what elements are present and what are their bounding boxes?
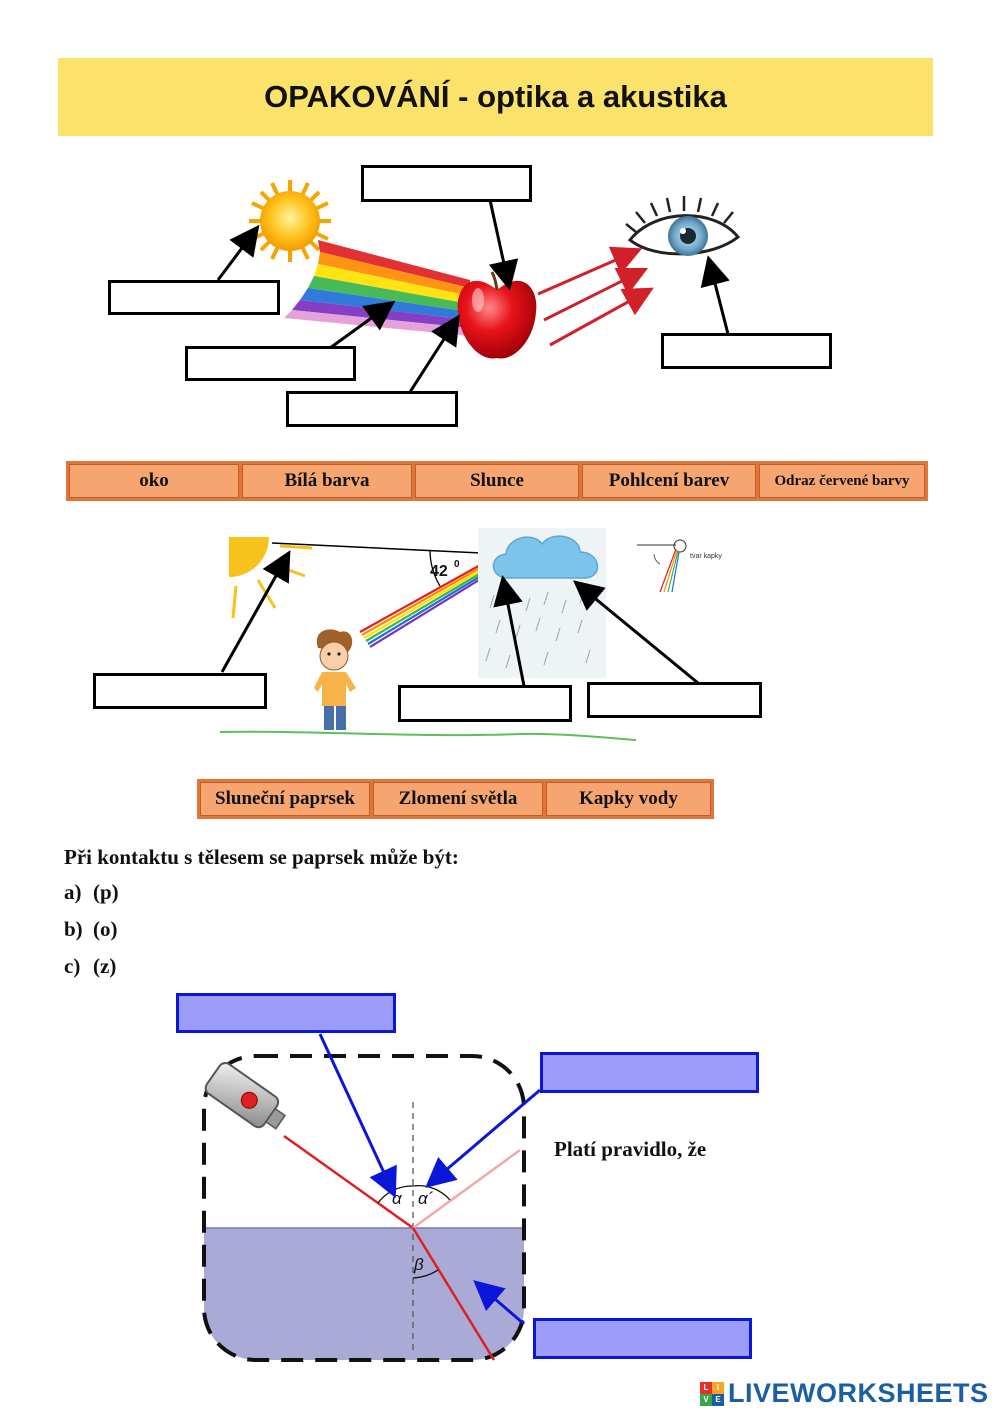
eye-icon xyxy=(625,196,741,256)
sun-ray-line xyxy=(271,542,503,555)
word-tile[interactable]: Bílá barva xyxy=(242,464,412,498)
arrow-to-apple xyxy=(488,199,519,291)
page-title: OPAKOVÁNÍ - optika a akustika xyxy=(264,79,727,114)
liveworksheets-brand: L I V E LIVEWORKSHEETS xyxy=(700,1378,989,1409)
alpha-prime-label: α´ xyxy=(418,1189,434,1208)
raindrop-note: tvar kapky xyxy=(690,553,722,560)
drop-box-refraction-angle[interactable] xyxy=(533,1318,752,1359)
liveworksheets-logo-icon: L I V E xyxy=(700,1381,724,1406)
reflected-ray xyxy=(412,1148,521,1230)
arrow-to-rain xyxy=(493,575,526,687)
angle-arc xyxy=(429,549,441,587)
option-b-letter: b) xyxy=(64,917,83,941)
light-apple-diagram xyxy=(216,180,741,393)
word-tile[interactable]: oko xyxy=(69,464,239,498)
incident-ray xyxy=(283,1134,414,1230)
brand-name: LIVEWORKSHEETS xyxy=(728,1378,989,1408)
arrow-to-drops xyxy=(573,580,699,685)
arrow-to-beta xyxy=(473,1280,525,1326)
drop-box-absorption[interactable] xyxy=(286,391,458,427)
arrow-to-alpha xyxy=(318,1033,397,1199)
drop-box-reflection-angle[interactable] xyxy=(540,1052,759,1093)
word-tile[interactable]: Kapky vody xyxy=(546,782,711,816)
drop-box-beam[interactable] xyxy=(185,346,356,381)
arrow-to-beam xyxy=(329,300,396,350)
rainbow-diagram: 42 0 tvar kapky xyxy=(219,528,722,741)
word-bank-1: oko Bílá barva Slunce Pohlcení barev Odr… xyxy=(66,461,928,501)
option-b-hint: (o) xyxy=(93,917,118,941)
arrow-to-beam-end xyxy=(408,314,460,393)
raindrop-sketch: tvar kapky xyxy=(637,539,722,593)
arrow-to-sun xyxy=(216,224,260,281)
cloud-icon xyxy=(492,535,599,579)
option-c-letter: c) xyxy=(64,954,81,978)
option-a-letter: a) xyxy=(64,880,82,904)
question-prompt: Při kontaktu s tělesem se paprsek může b… xyxy=(64,845,459,869)
drop-box-sun[interactable] xyxy=(108,280,280,315)
arrow-to-eye xyxy=(700,255,730,335)
sun-quarter-icon xyxy=(229,537,313,619)
word-tile[interactable]: Pohlcení barev xyxy=(582,464,756,498)
angle-unit: 0 xyxy=(454,559,460,570)
alpha-label: α xyxy=(392,1189,403,1208)
option-c-hint: (z) xyxy=(93,954,117,978)
apple-icon xyxy=(457,271,537,359)
word-tile[interactable]: Odraz červené barvy xyxy=(759,464,925,498)
word-tile[interactable]: Sluneční paprsek xyxy=(200,782,370,816)
arrow-to-alpha-prime xyxy=(425,1088,541,1188)
water-area xyxy=(204,1228,524,1360)
drop-box-eye[interactable] xyxy=(661,333,832,369)
drop-box-sunray[interactable] xyxy=(93,673,267,709)
arrow-to-sun xyxy=(220,550,291,673)
rule-text: Platí pravidlo, že xyxy=(554,1137,707,1161)
angle-label: 42 xyxy=(430,563,448,580)
word-bank-2: Sluneční paprsek Zlomení světla Kapky vo… xyxy=(197,779,714,819)
beta-label: β xyxy=(413,1255,424,1274)
drop-box-apple[interactable] xyxy=(361,165,532,202)
word-tile[interactable]: Slunce xyxy=(415,464,579,498)
red-reflected-rays xyxy=(537,246,654,347)
laser-pointer-icon xyxy=(204,1062,287,1130)
option-a-hint: (p) xyxy=(93,880,119,904)
drop-box-waterdrops[interactable] xyxy=(587,682,762,718)
boy-figure-icon xyxy=(314,629,356,730)
refracted-ray xyxy=(411,1227,496,1361)
sun-icon xyxy=(249,180,331,262)
drop-box-refraction[interactable] xyxy=(398,685,572,722)
white-light-beam xyxy=(284,240,470,336)
drop-box-incidence-angle[interactable] xyxy=(176,993,396,1033)
title-banner: OPAKOVÁNÍ - optika a akustika xyxy=(58,58,933,136)
refraction-diagram: α α´ β xyxy=(202,1033,541,1362)
word-tile[interactable]: Zlomení světla xyxy=(373,782,543,816)
grass-line xyxy=(219,730,637,741)
container-outline xyxy=(202,1054,526,1362)
